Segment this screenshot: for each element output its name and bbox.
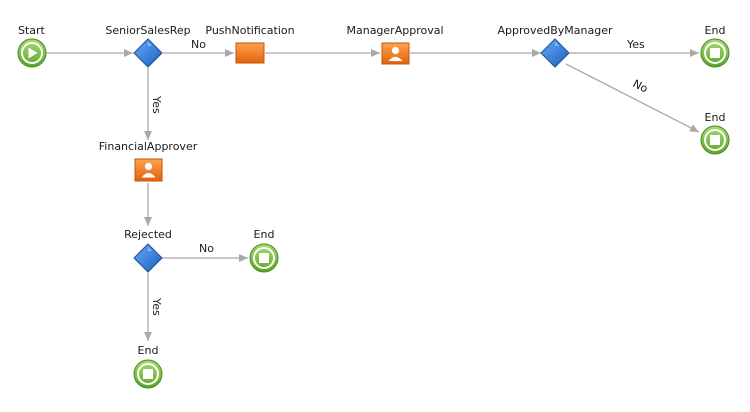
approved-by-manager-label: ApprovedByManager bbox=[497, 24, 613, 37]
end-node-4[interactable]: End bbox=[133, 344, 163, 389]
start-node[interactable]: Start bbox=[17, 24, 47, 68]
push-notification-label: PushNotification bbox=[205, 24, 294, 37]
senior-sales-rep-node[interactable]: SeniorSalesRep bbox=[105, 24, 191, 68]
end-label-2: End bbox=[705, 111, 726, 124]
edge-label-rejected-no: No bbox=[199, 242, 214, 255]
edge-label-senior-yes: Yes bbox=[150, 95, 163, 114]
end-node-1[interactable]: End bbox=[700, 24, 730, 68]
edge-label-approved-yes: Yes bbox=[626, 38, 645, 51]
decision-diamond-icon bbox=[133, 38, 163, 68]
decision-diamond-icon bbox=[133, 243, 163, 273]
manager-approval-label: ManagerApproval bbox=[346, 24, 443, 37]
stop-icon bbox=[700, 38, 730, 68]
stop-icon bbox=[249, 243, 279, 273]
edge-label-rejected-yes: Yes bbox=[150, 297, 163, 316]
decision-diamond-icon bbox=[540, 38, 570, 68]
end-label-3: End bbox=[254, 228, 275, 241]
financial-approver-node[interactable]: FinancialApprover bbox=[99, 140, 198, 182]
senior-sales-rep-label: SeniorSalesRep bbox=[105, 24, 190, 37]
push-notification-node[interactable]: PushNotification bbox=[205, 24, 295, 64]
stop-icon bbox=[133, 359, 163, 389]
rejected-node[interactable]: Rejected bbox=[124, 228, 172, 273]
user-task-icon bbox=[381, 42, 410, 65]
edge-approved-to-end2 bbox=[565, 63, 700, 133]
end-node-2[interactable]: End bbox=[700, 111, 730, 155]
edge-label-approved-no: No bbox=[631, 77, 650, 95]
user-task-icon bbox=[134, 158, 163, 182]
manager-approval-node[interactable]: ManagerApproval bbox=[346, 24, 444, 65]
rejected-label: Rejected bbox=[124, 228, 172, 241]
end-node-3[interactable]: End bbox=[249, 228, 279, 273]
financial-approver-label: FinancialApprover bbox=[99, 140, 198, 153]
end-label-1: End bbox=[705, 24, 726, 37]
start-label: Start bbox=[18, 24, 46, 37]
play-icon bbox=[17, 38, 47, 68]
end-label-4: End bbox=[138, 344, 159, 357]
approved-by-manager-node[interactable]: ApprovedByManager bbox=[497, 24, 613, 68]
activity-box-icon bbox=[235, 42, 265, 64]
edge-label-senior-no: No bbox=[191, 38, 206, 51]
stop-icon bbox=[700, 125, 730, 155]
